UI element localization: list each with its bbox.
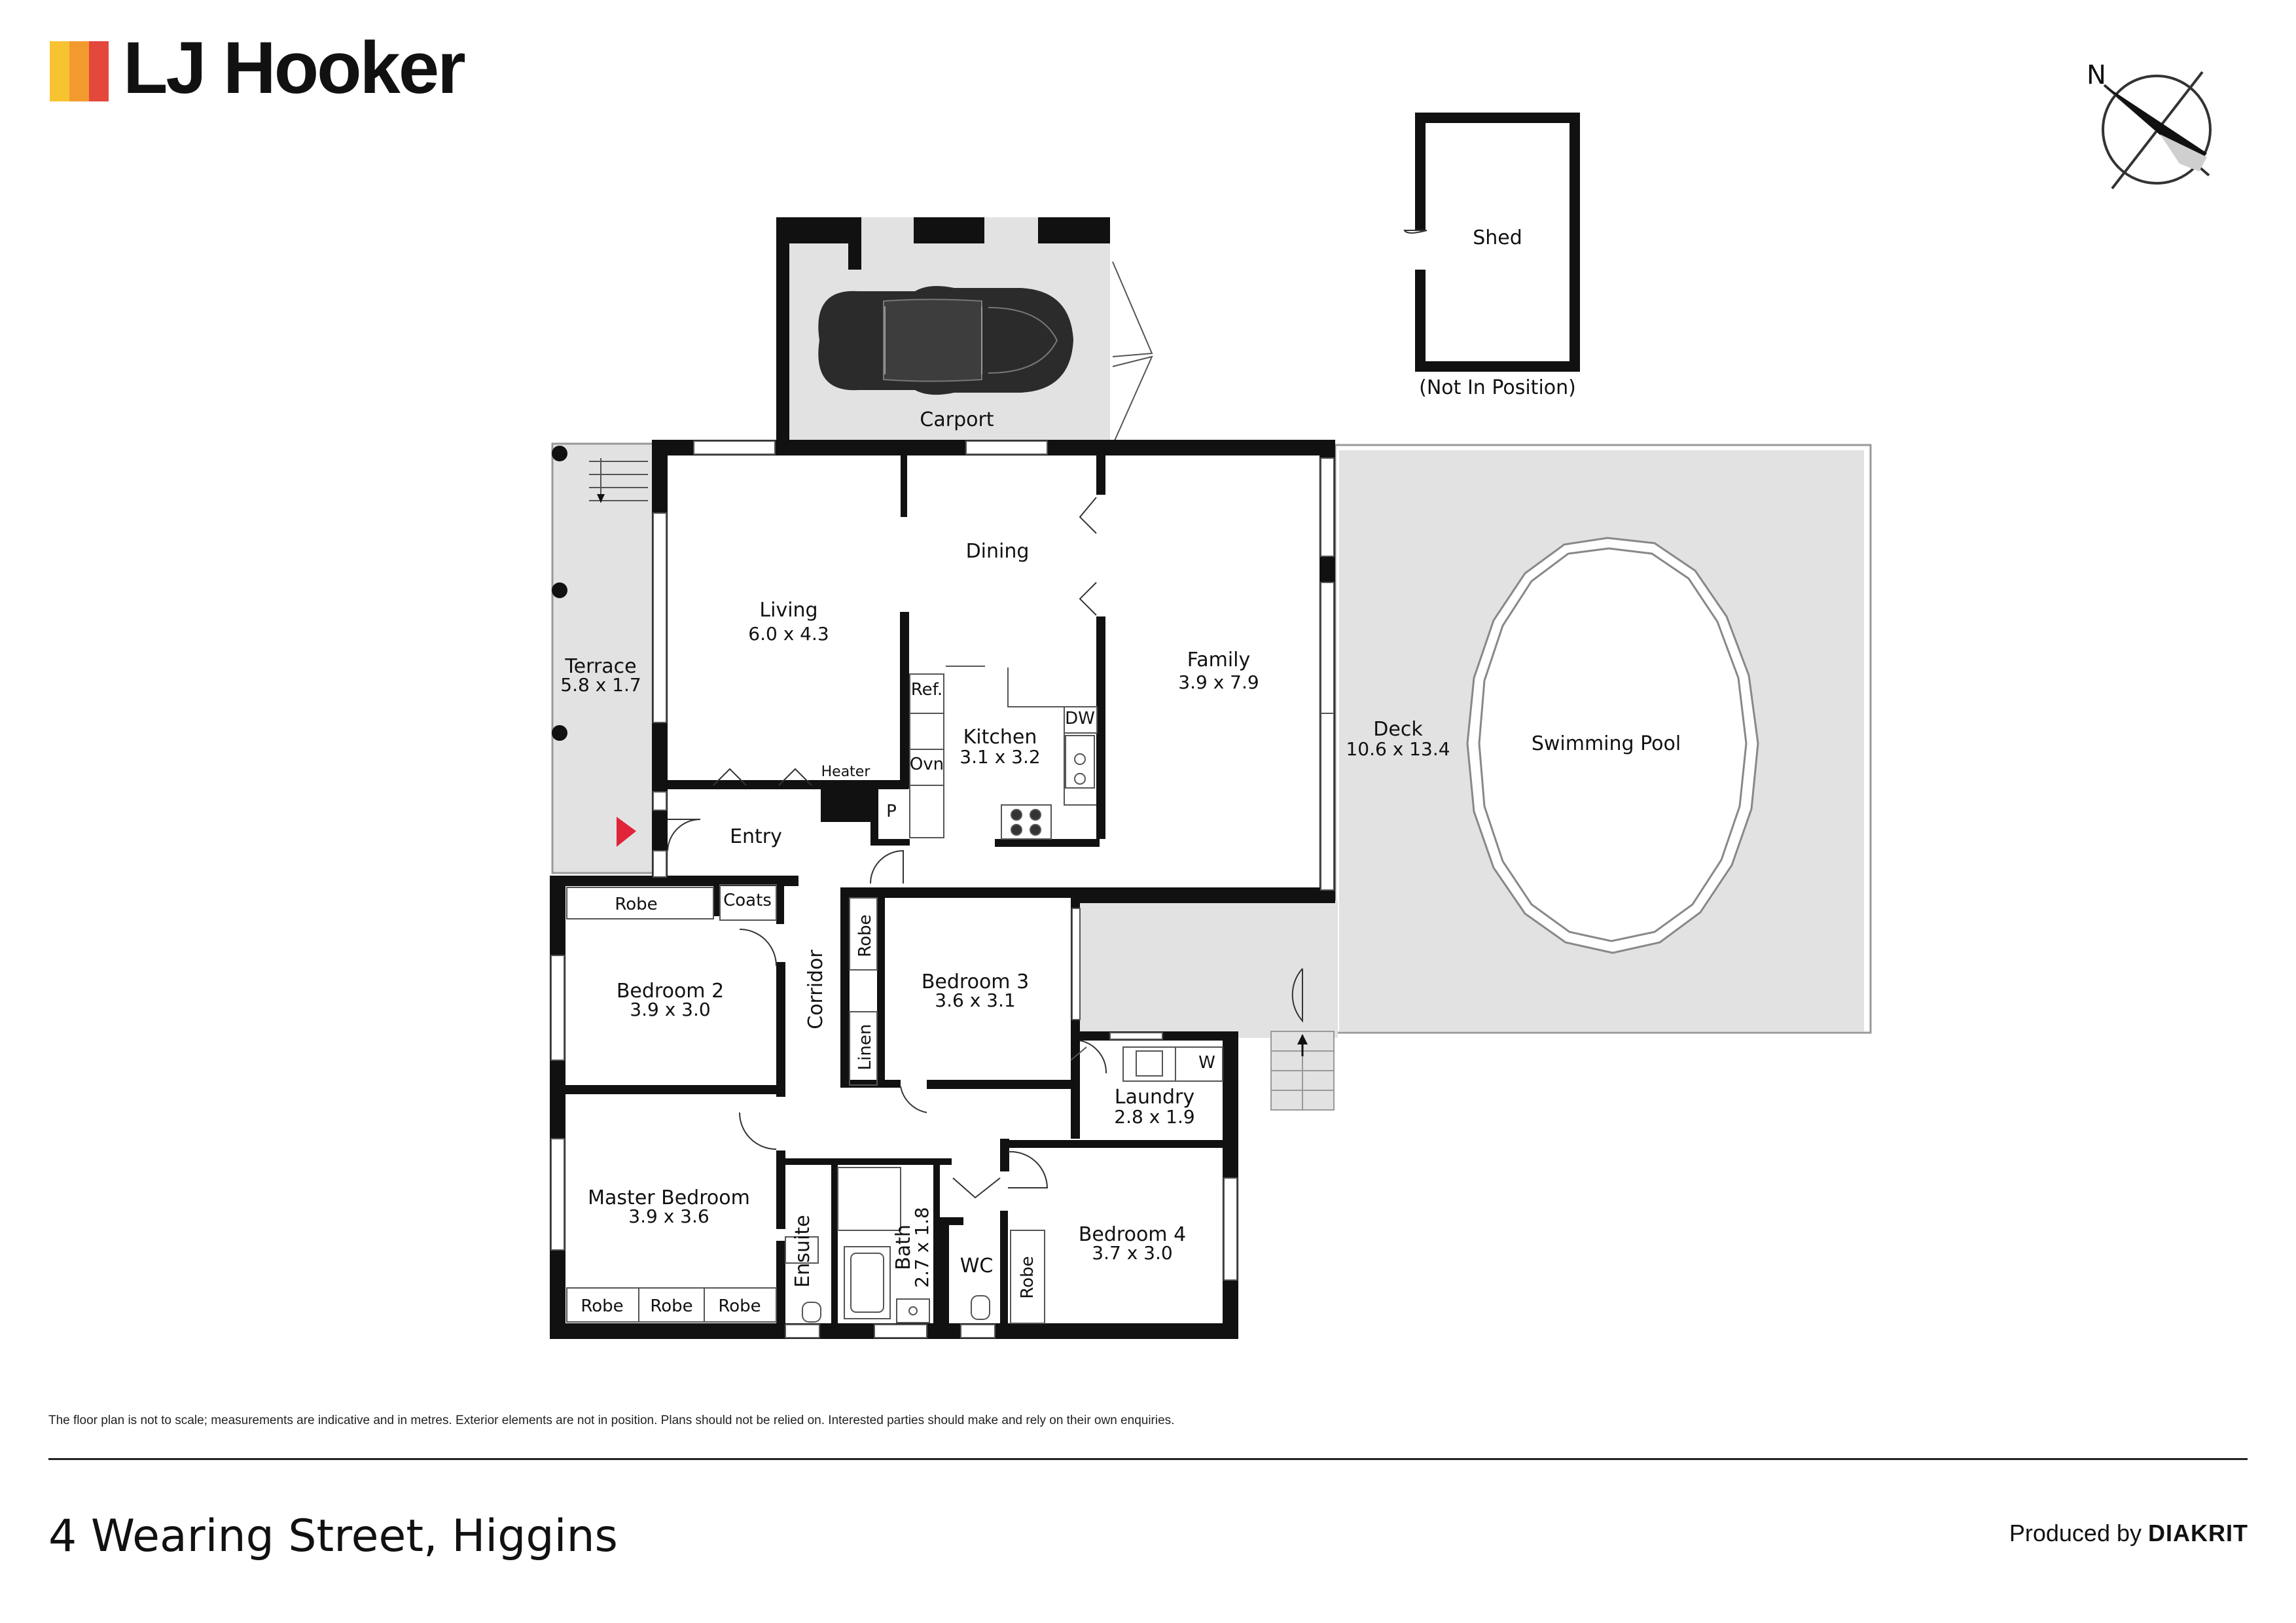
room-label-bedroom3: Bedroom 3 (922, 971, 1029, 993)
fixture-dw: DW (1065, 709, 1095, 728)
fixture-robe-master-1: Robe (581, 1296, 623, 1316)
room-dims-terrace: 5.8 x 1.7 (560, 674, 641, 696)
logo-bar-yellow (50, 41, 69, 101)
room-dims-bedroom3: 3.6 x 3.1 (935, 990, 1015, 1011)
shed-note: (Not In Position) (1419, 376, 1576, 399)
room-label-bedroom4: Bedroom 4 (1079, 1223, 1186, 1246)
fixture-oven: Ovn (910, 755, 944, 774)
room-label-bath: Bath (892, 1224, 915, 1270)
carport: Carport (776, 217, 1153, 446)
fixture-robe-bedroom4: Robe (1018, 1256, 1037, 1298)
logo-bar-red (89, 41, 109, 101)
room-label-family: Family (1187, 649, 1251, 671)
fixture-robe-bedroom2: Robe (615, 895, 657, 914)
room-label-master: Master Bedroom (588, 1186, 750, 1209)
fixture-linen: Linen (855, 1024, 875, 1071)
fixture-robe-master-3: Robe (718, 1296, 761, 1316)
fixture-pantry: P (886, 802, 897, 821)
built-in-outlines (566, 884, 878, 1323)
fixture-robe-bedroom3: Robe (855, 914, 875, 957)
compass: N (2087, 60, 2212, 190)
produced-prefix: Produced by (2009, 1520, 2148, 1546)
fixture-ref: Ref. (911, 680, 942, 700)
fixture-heater: Heater (821, 764, 871, 780)
room-dims-bedroom4: 3.7 x 3.0 (1092, 1242, 1172, 1264)
room-dims-family: 3.9 x 7.9 (1178, 671, 1259, 693)
room-label-laundry: Laundry (1115, 1086, 1194, 1109)
floor-plan: N Shed (Not In Position) (550, 60, 2212, 1339)
room-label-carport: Carport (920, 408, 994, 431)
room-label-bedroom2: Bedroom 2 (617, 980, 724, 1003)
room-label-dining: Dining (966, 540, 1030, 563)
laundry-fixtures (1070, 1046, 1223, 1082)
terrace (551, 442, 656, 874)
room-dims-bedroom2: 3.9 x 3.0 (630, 999, 710, 1020)
property-address: 4 Wearing Street, Higgins (48, 1510, 618, 1562)
swimming-pool (1466, 537, 1759, 954)
car-icon (818, 285, 1073, 395)
footer-divider (48, 1458, 2248, 1460)
covered-area (1076, 901, 1338, 1038)
compass-north-label: N (2087, 60, 2106, 90)
fixture-coats: Coats (723, 891, 772, 910)
room-dims-living: 6.0 x 4.3 (748, 623, 829, 645)
logo-bar-orange (69, 41, 89, 101)
room-dims-master: 3.9 x 3.6 (628, 1205, 709, 1227)
room-label-wc: WC (960, 1255, 994, 1277)
windows (550, 440, 1335, 1338)
room-label-pool: Swimming Pool (1532, 732, 1681, 755)
bathroom-fixtures (785, 1167, 1045, 1324)
produced-by: Produced by DIAKRIT (2009, 1520, 2248, 1547)
room-label-corridor: Corridor (804, 950, 827, 1029)
room-label-deck: Deck (1373, 718, 1423, 741)
room-dims-deck: 10.6 x 13.4 (1346, 738, 1450, 760)
fixture-robe-master-2: Robe (650, 1296, 692, 1316)
room-label-terrace: Terrace (564, 655, 636, 678)
room-dims-laundry: 2.8 x 1.9 (1114, 1106, 1194, 1128)
room-dims-bath: 2.7 x 1.8 (911, 1207, 933, 1287)
room-label-entry: Entry (730, 825, 782, 848)
room-label-ensuite: Ensuite (791, 1215, 814, 1287)
entry-marker-icon (617, 817, 636, 847)
kitchen-fixtures (909, 666, 1098, 840)
door-swings (667, 497, 1303, 1199)
brand-logo: LJ Hooker (123, 27, 466, 109)
produced-brand: DIAKRIT (2148, 1520, 2248, 1546)
disclaimer: The floor plan is not to scale; measurem… (48, 1414, 1175, 1427)
room-dims-kitchen: 3.1 x 3.2 (960, 746, 1040, 768)
side-steps (1270, 1031, 1335, 1111)
fixture-washer: W (1198, 1053, 1215, 1073)
shed: Shed (Not In Position) (1403, 113, 1580, 399)
room-label-living: Living (759, 599, 817, 622)
room-label-shed: Shed (1473, 226, 1522, 249)
room-label-kitchen: Kitchen (963, 726, 1037, 749)
